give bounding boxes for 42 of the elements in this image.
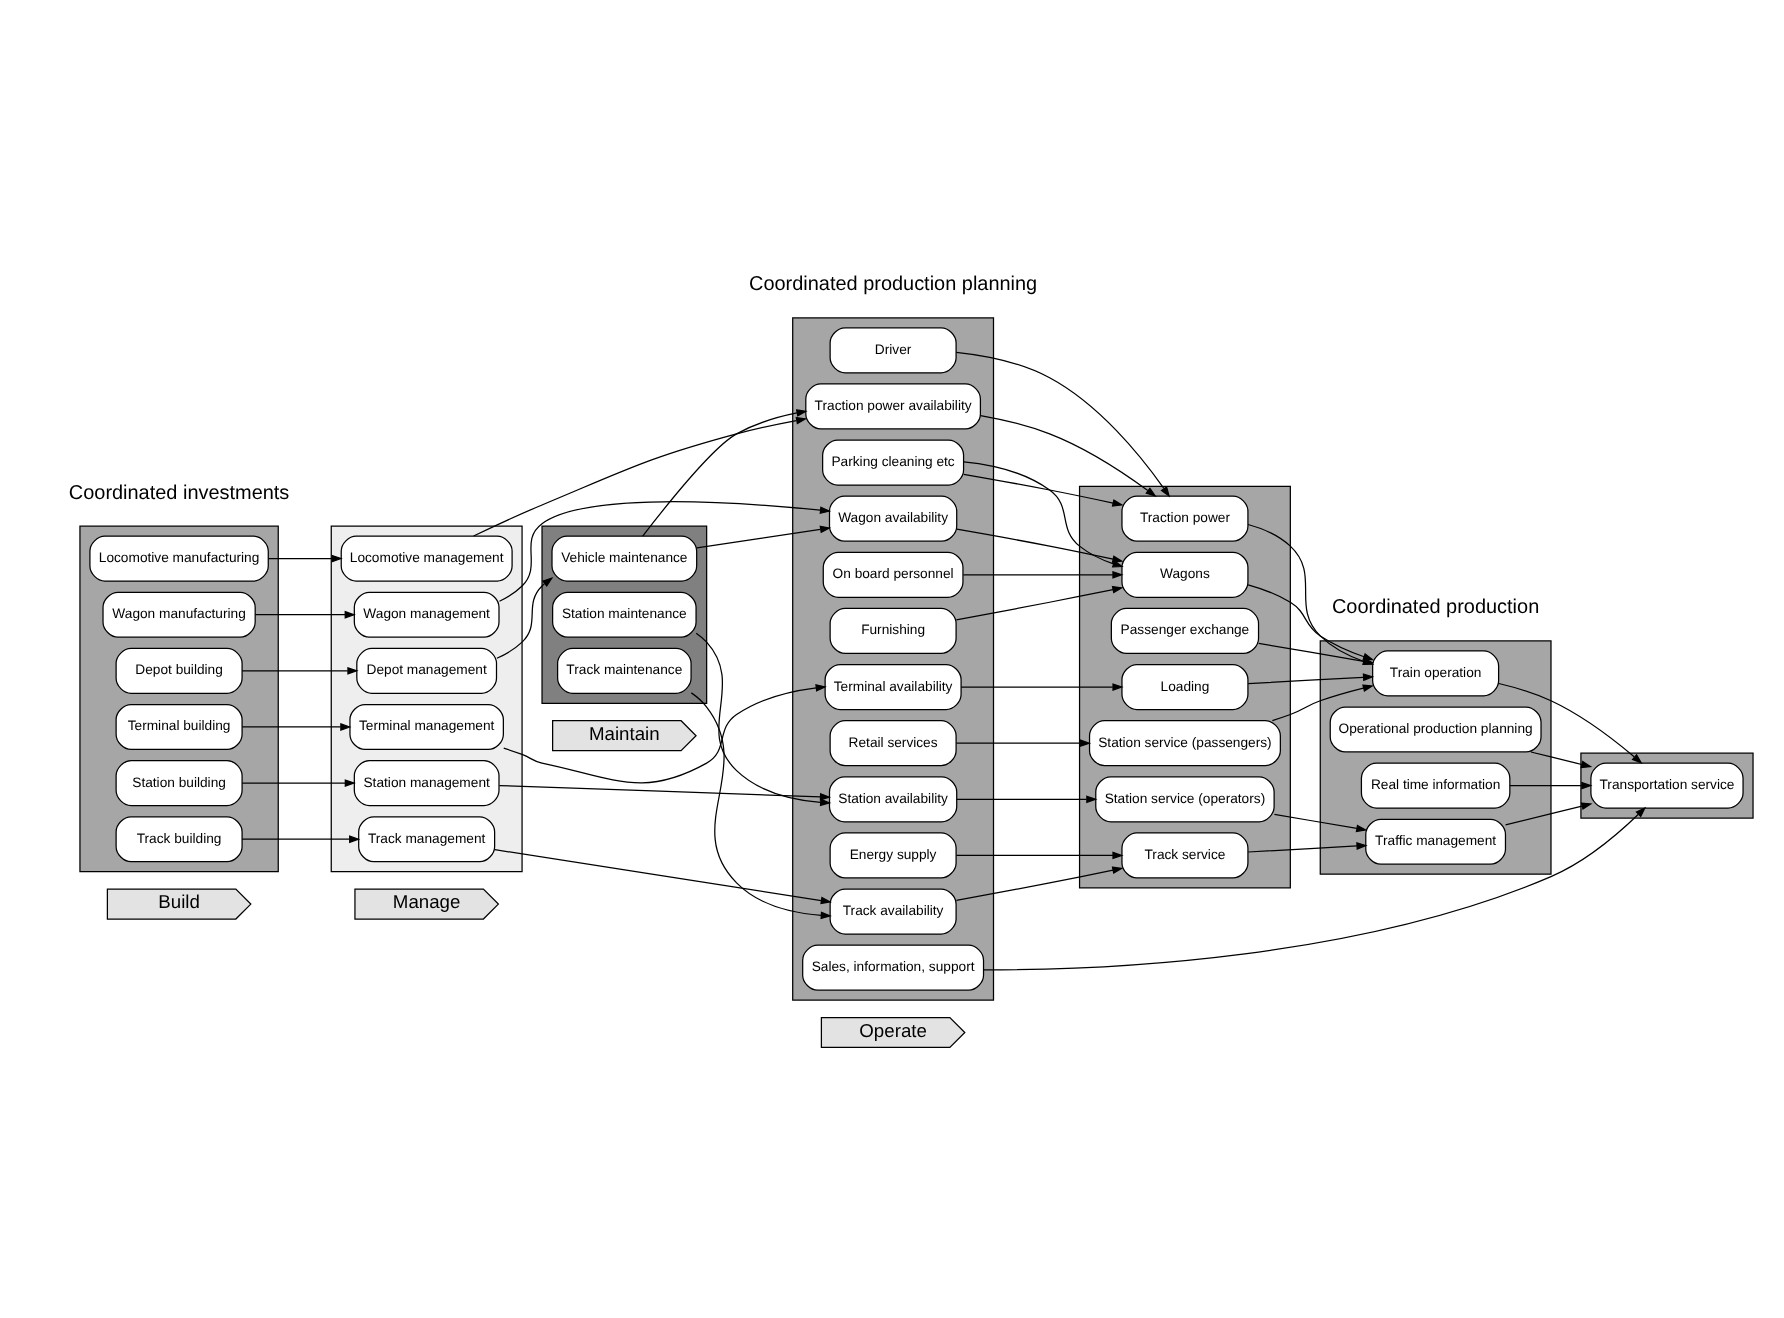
arrow: [240, 723, 351, 731]
arrow: [955, 795, 1097, 804]
arrow: [962, 473, 1123, 507]
arrow: [954, 851, 1123, 860]
arrow: [266, 554, 342, 563]
cluster: [78, 525, 278, 873]
arrow: [689, 692, 831, 920]
cluster: [1318, 640, 1551, 875]
arrow: [495, 577, 553, 659]
arrow: [240, 835, 360, 844]
arrow: [1272, 813, 1367, 833]
arrow: [955, 528, 1123, 563]
arrow: [695, 525, 831, 549]
arrow: [502, 683, 826, 784]
arrow: [954, 351, 1170, 498]
label: Coordinated production planning: [748, 274, 1037, 297]
arrow: [694, 632, 831, 807]
arrow: [1508, 781, 1592, 790]
arrow: [493, 849, 831, 905]
arrow: [240, 666, 358, 675]
label: Coordinated production: [1330, 597, 1539, 620]
label: Coordinated investments: [67, 482, 289, 505]
arrow: [962, 461, 1123, 568]
arrow: [954, 739, 1091, 748]
arrow: [1246, 842, 1367, 853]
arrow: [497, 784, 831, 801]
arrow: [959, 683, 1123, 691]
arrow: [1503, 802, 1592, 826]
arrow: [641, 409, 807, 537]
arrow: [240, 779, 355, 788]
arrow: [954, 585, 1123, 621]
arrow: [471, 416, 807, 537]
arrow: [978, 414, 1156, 498]
arrow: [954, 866, 1123, 901]
arrow: [1246, 673, 1374, 685]
arrow: [1529, 751, 1592, 769]
arrow: [253, 610, 355, 619]
arrow: [497, 501, 831, 602]
arrow: [961, 570, 1123, 579]
arrow: [1497, 682, 1642, 765]
arrow: [982, 806, 1646, 971]
arrow: [1270, 684, 1373, 722]
